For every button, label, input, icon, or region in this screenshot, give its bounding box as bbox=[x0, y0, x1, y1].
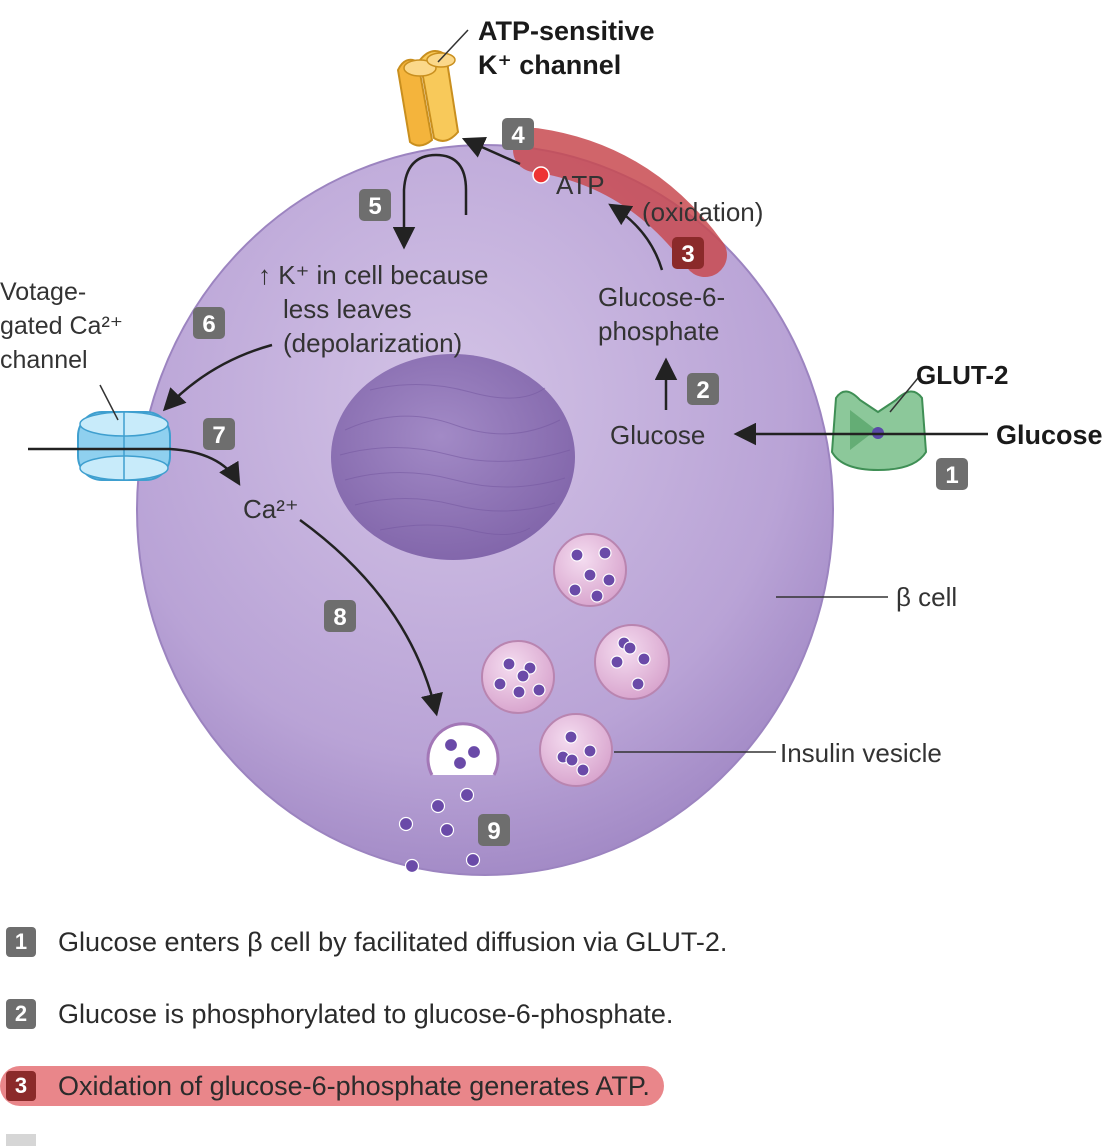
insulin-vesicle-label: Insulin vesicle bbox=[780, 738, 942, 768]
arrow-channel-closes bbox=[392, 153, 468, 250]
step-badge-9-box bbox=[478, 814, 510, 846]
step-badge-3: 3 bbox=[681, 241, 694, 268]
step-badge-5: 5 bbox=[368, 193, 381, 220]
insulin-granule-icon bbox=[502, 657, 516, 671]
ca-channel-label-1: Votage- bbox=[0, 278, 86, 306]
step-badge-7-box bbox=[203, 418, 235, 450]
nucleus-texture bbox=[339, 383, 571, 535]
atp-sensitive-k-channel-icon bbox=[396, 29, 469, 147]
glucose-inside-label: Glucose bbox=[610, 420, 705, 450]
legend-badge-4-partial bbox=[6, 1134, 36, 1146]
insulin-granule-icon bbox=[493, 677, 507, 691]
exocytosis-vesicle bbox=[426, 722, 500, 776]
ca-channel-label-3: channel bbox=[0, 346, 88, 374]
step-badge-8: 8 bbox=[333, 604, 346, 631]
g6p-label-2: phosphate bbox=[598, 316, 719, 346]
atp-highlight-band bbox=[513, 128, 727, 277]
insulin-granule-icon bbox=[452, 755, 468, 771]
legend-item-3: 3 Oxidation of glucose-6-phosphate gener… bbox=[0, 1066, 664, 1106]
step-badge-6-box bbox=[193, 307, 225, 339]
insulin-granule-icon bbox=[583, 744, 597, 758]
legend-badge-2: 2 bbox=[6, 999, 36, 1029]
glut2-transporter-icon bbox=[830, 377, 928, 472]
step-badge-3-box bbox=[672, 237, 704, 269]
legend-badge-1: 1 bbox=[6, 927, 36, 957]
atp-channel-label-2: K⁺ channel bbox=[478, 50, 621, 80]
nucleus bbox=[331, 354, 575, 560]
insulin-granule-icon bbox=[564, 730, 578, 744]
step-badge-4: 4 bbox=[511, 122, 525, 149]
ca-ion-label: Ca²⁺ bbox=[243, 494, 299, 524]
step-badge-2: 2 bbox=[696, 377, 709, 404]
atp-label: ATP bbox=[556, 170, 605, 200]
insulin-vesicle-icon bbox=[539, 713, 613, 787]
insulin-granule-icon bbox=[610, 655, 624, 669]
step-badge-8-box bbox=[324, 600, 356, 632]
voltage-gated-ca-channel-icon bbox=[77, 384, 171, 481]
step-badge-4-box bbox=[502, 118, 534, 150]
released-insulin-granules bbox=[398, 737, 494, 874]
beta-cell-label: β cell bbox=[896, 582, 957, 612]
step-badge-7: 7 bbox=[212, 422, 225, 449]
step-badge-5-box bbox=[359, 189, 391, 221]
oxidation-label: (oxidation) bbox=[642, 197, 763, 227]
legend-text-3: Oxidation of glucose-6-phosphate generat… bbox=[58, 1070, 650, 1101]
glut2-label: GLUT-2 bbox=[916, 360, 1008, 390]
insulin-granule-icon bbox=[465, 852, 481, 868]
legend-item-1: 1 Glucose enters β cell by facilitated d… bbox=[0, 922, 727, 962]
insulin-granule-icon bbox=[570, 548, 584, 562]
g6p-label-1: Glucose-6- bbox=[598, 282, 725, 312]
insulin-granule-icon bbox=[602, 573, 616, 587]
insulin-granule-icon bbox=[576, 763, 590, 777]
insulin-granule-icon bbox=[631, 677, 645, 691]
insulin-granule-icon bbox=[532, 683, 546, 697]
insulin-granule-icon bbox=[565, 753, 579, 767]
insulin-granule-icon bbox=[404, 858, 420, 874]
k-in-cell-label-3: (depolarization) bbox=[283, 328, 462, 358]
arrow-ca-influx bbox=[28, 447, 241, 486]
legend-badge-3: 3 bbox=[6, 1071, 36, 1101]
step-badges: 1 2 3 4 5 6 7 8 9 bbox=[193, 118, 968, 846]
step-badge-2-box bbox=[687, 373, 719, 405]
insulin-granule-icon bbox=[459, 787, 475, 803]
k-in-cell-label-2: less leaves bbox=[283, 294, 412, 324]
insulin-granule-icon bbox=[430, 798, 446, 814]
legend-item-4-partial bbox=[0, 1134, 36, 1146]
ca-channel-label-2: gated Ca²⁺ bbox=[0, 312, 123, 340]
step-badge-1-box bbox=[936, 458, 968, 490]
insulin-granule-icon bbox=[637, 652, 651, 666]
arrow-depolarization bbox=[162, 343, 273, 412]
k-in-cell-label-1: ↑ K⁺ in cell because bbox=[258, 260, 489, 290]
insulin-granule-icon bbox=[439, 822, 455, 838]
step-badge-1: 1 bbox=[945, 462, 958, 489]
atp-channel-label-1: ATP-sensitive bbox=[478, 16, 655, 46]
insulin-granule-icon bbox=[598, 546, 612, 560]
insulin-granule-icon bbox=[443, 737, 459, 753]
insulin-vesicles bbox=[481, 533, 670, 787]
legend-text-2: Glucose is phosphorylated to glucose-6-p… bbox=[58, 998, 674, 1029]
insulin-granule-icon bbox=[398, 816, 414, 832]
insulin-granule-icon bbox=[466, 744, 482, 760]
legend-item-2: 2 Glucose is phosphorylated to glucose-6… bbox=[0, 994, 673, 1034]
insulin-granule-icon bbox=[512, 685, 526, 699]
insulin-vesicle-icon bbox=[594, 624, 670, 700]
atp-dot bbox=[532, 166, 550, 184]
arrow-g6p-to-atp bbox=[608, 203, 664, 271]
arrow-atp-to-channel bbox=[461, 137, 521, 166]
insulin-granule-icon bbox=[623, 641, 637, 655]
insulin-granule-icon bbox=[516, 669, 530, 683]
insulin-granule-icon bbox=[583, 568, 597, 582]
insulin-granule-icon bbox=[568, 583, 582, 597]
step-badge-9: 9 bbox=[487, 818, 500, 845]
arrow-ca-to-vesicle bbox=[299, 518, 443, 717]
glucose-outside-label: Glucose bbox=[996, 420, 1103, 450]
legend-text-1: Glucose enters β cell by facilitated dif… bbox=[58, 926, 728, 957]
step-badge-6: 6 bbox=[202, 311, 215, 338]
insulin-granule-icon bbox=[590, 589, 604, 603]
